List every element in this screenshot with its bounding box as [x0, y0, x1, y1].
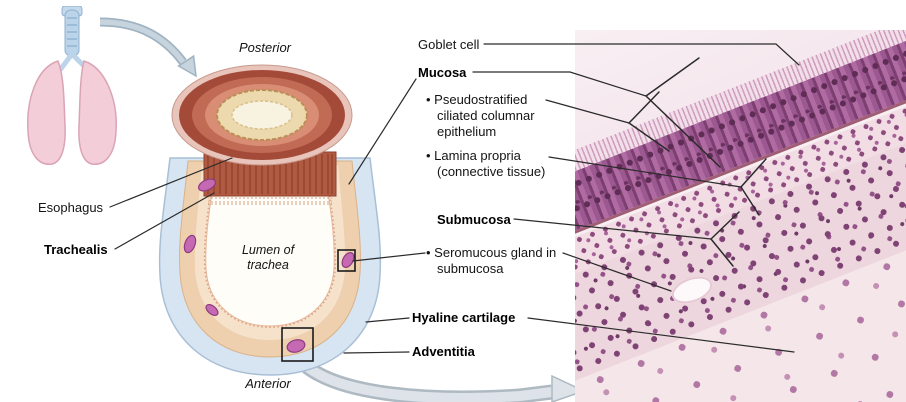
trachea-rings — [67, 17, 77, 47]
histology-micrograph — [575, 30, 906, 402]
label-lumen-of-trachea: Lumen of trachea — [241, 243, 295, 273]
lungs-illustration — [27, 6, 117, 165]
trachea-cross-section — [158, 64, 382, 376]
gland-5 — [205, 303, 219, 317]
label-goblet-cell: Goblet cell — [418, 37, 480, 52]
label-esophagus: Esophagus — [38, 200, 104, 215]
label-seromucous-gland: • Seromucous gland in submucosa — [426, 245, 557, 276]
right-lung — [27, 60, 66, 165]
esophagus-lumen — [231, 100, 293, 130]
label-posterior: Posterior — [238, 40, 292, 55]
label-trachealis: Trachealis — [44, 242, 108, 257]
label-adventitia: Adventitia — [412, 344, 475, 359]
esophagus-cross-section — [171, 64, 353, 166]
label-mucosa: Mucosa — [418, 65, 467, 80]
mucosa-hairs — [208, 196, 332, 205]
label-pseudostratified-epithelium: • Pseudostratified ciliated columnar epi… — [426, 92, 535, 139]
label-lamina-propria: • Lamina propria (connective tissue) — [426, 148, 546, 179]
inset-box-wall — [281, 327, 314, 362]
label-submucosa: Submucosa — [437, 212, 511, 227]
label-hyaline-cartilage: Hyaline cartilage — [412, 310, 516, 325]
gland-3 — [341, 252, 355, 268]
label-anterior: Anterior — [245, 376, 291, 391]
micrograph-tissue-stack — [575, 30, 906, 402]
tracheal-lumen — [205, 191, 335, 327]
left-lung — [78, 60, 117, 165]
gland-4 — [286, 339, 306, 353]
